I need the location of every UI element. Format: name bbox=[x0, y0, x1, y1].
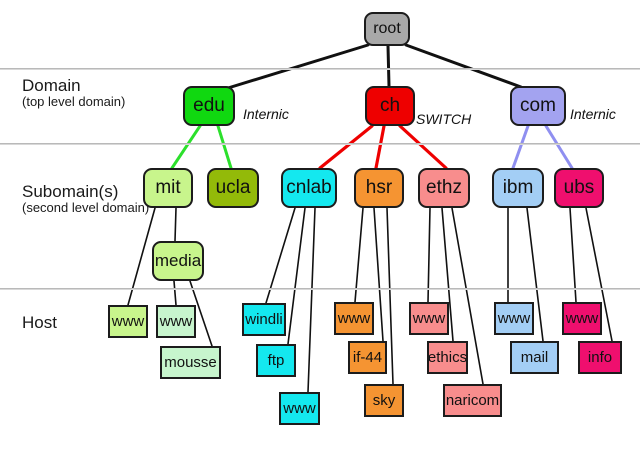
node-label-hsr: hsr bbox=[365, 177, 393, 198]
node-www_ethz[interactable]: www bbox=[409, 302, 449, 335]
node-label-www_media: www bbox=[159, 313, 193, 330]
band-divider-host bbox=[0, 288, 640, 290]
node-ethz[interactable]: ethz bbox=[418, 168, 470, 208]
node-label-ubs: ubs bbox=[563, 177, 595, 198]
node-com[interactable]: com bbox=[510, 86, 566, 126]
node-label-ucla: ucla bbox=[215, 177, 251, 198]
edge-ch-to-hsr bbox=[374, 124, 386, 170]
edge-root-to-edu bbox=[226, 43, 370, 90]
band-divider-subdomain bbox=[0, 143, 640, 145]
node-label-www_ethz: www bbox=[412, 310, 446, 327]
band-title-subdomain: Subomain(s) bbox=[22, 182, 119, 201]
node-mit[interactable]: mit bbox=[143, 168, 193, 208]
annotation-internic-com: Internic bbox=[570, 106, 616, 122]
edge-cnlab-to-ftp bbox=[287, 207, 306, 345]
node-www_ubs[interactable]: www bbox=[562, 302, 602, 335]
edge-root-to-ch bbox=[386, 44, 391, 88]
annotation-switch-ch: SWITCH bbox=[416, 111, 472, 127]
node-www_ibm[interactable]: www bbox=[494, 302, 534, 335]
edge-root-to-com bbox=[404, 43, 523, 89]
edge-cnlab-to-www_cnlab bbox=[307, 207, 316, 393]
edge-ch-to-cnlab bbox=[318, 124, 374, 170]
edge-hsr-to-if44 bbox=[373, 207, 384, 342]
node-mousse[interactable]: mousse bbox=[160, 346, 221, 379]
node-www_media[interactable]: www bbox=[156, 305, 196, 338]
node-label-www_cnlab: www bbox=[283, 400, 316, 417]
node-label-root: root bbox=[373, 20, 401, 37]
node-label-ethics: ethics bbox=[427, 349, 468, 366]
node-label-naricom: naricom bbox=[445, 392, 500, 409]
edge-mit-to-media bbox=[174, 207, 177, 242]
node-ch[interactable]: ch bbox=[365, 86, 415, 126]
node-label-info: info bbox=[587, 349, 613, 366]
band-label-domain: Domain(top level domain) bbox=[22, 76, 125, 110]
node-label-ch: ch bbox=[379, 95, 401, 116]
node-label-media: media bbox=[154, 251, 202, 270]
node-label-www_ubs: www bbox=[565, 310, 599, 327]
node-label-sky: sky bbox=[372, 392, 396, 409]
node-ibm[interactable]: ibm bbox=[492, 168, 544, 208]
node-label-if44: if-44 bbox=[352, 349, 383, 366]
band-subtitle-domain: (top level domain) bbox=[22, 94, 126, 110]
node-cnlab[interactable]: cnlab bbox=[281, 168, 337, 208]
band-title-domain: Domain bbox=[22, 76, 81, 95]
node-label-com: com bbox=[520, 95, 556, 116]
node-www_mit[interactable]: www bbox=[108, 305, 148, 338]
edge-com-to-ubs bbox=[544, 124, 574, 170]
node-label-www_hsr: www bbox=[337, 310, 371, 327]
edge-edu-to-ucla bbox=[216, 124, 233, 170]
node-label-ftp: ftp bbox=[267, 352, 285, 369]
node-ftp[interactable]: ftp bbox=[256, 344, 296, 377]
edge-mit-to-www_mit bbox=[127, 207, 156, 306]
node-label-www_ibm: www bbox=[497, 310, 531, 327]
node-label-www_mit: www bbox=[111, 313, 145, 330]
node-root[interactable]: root bbox=[364, 12, 410, 46]
edge-media-to-www_media bbox=[173, 280, 177, 306]
node-label-ibm: ibm bbox=[502, 177, 534, 198]
node-info[interactable]: info bbox=[578, 341, 622, 374]
band-label-subdomain: Subomain(s)(second level domain) bbox=[22, 182, 149, 216]
node-label-mit: mit bbox=[155, 177, 181, 198]
band-divider-domain bbox=[0, 68, 640, 70]
edge-ch-to-ethz bbox=[398, 124, 448, 170]
node-label-mail: mail bbox=[520, 349, 549, 366]
node-sky[interactable]: sky bbox=[364, 384, 404, 417]
node-ubs[interactable]: ubs bbox=[554, 168, 604, 208]
node-label-ethz: ethz bbox=[426, 177, 462, 198]
node-label-edu: edu bbox=[193, 95, 225, 116]
node-edu[interactable]: edu bbox=[183, 86, 235, 126]
edge-com-to-ibm bbox=[511, 124, 530, 170]
annotation-internic-edu: Internic bbox=[243, 106, 289, 122]
node-naricom[interactable]: naricom bbox=[443, 384, 502, 417]
band-title-host: Host bbox=[22, 313, 57, 332]
node-if44[interactable]: if-44 bbox=[348, 341, 387, 374]
node-mail[interactable]: mail bbox=[510, 341, 559, 374]
band-label-host: Host bbox=[22, 313, 57, 332]
band-subtitle-subdomain: (second level domain) bbox=[22, 200, 150, 216]
edge-edu-to-mit bbox=[170, 124, 202, 170]
node-windli[interactable]: windli bbox=[242, 303, 286, 336]
node-www_hsr[interactable]: www bbox=[334, 302, 374, 335]
node-ethics[interactable]: ethics bbox=[427, 341, 468, 374]
node-hsr[interactable]: hsr bbox=[354, 168, 404, 208]
edge-hsr-to-sky bbox=[386, 207, 394, 385]
node-www_cnlab[interactable]: www bbox=[279, 392, 320, 425]
node-label-mousse: mousse bbox=[164, 354, 217, 371]
node-label-cnlab: cnlab bbox=[286, 177, 332, 198]
node-label-windli: windli bbox=[245, 311, 283, 328]
node-media[interactable]: media bbox=[152, 241, 204, 281]
node-ucla[interactable]: ucla bbox=[207, 168, 259, 208]
